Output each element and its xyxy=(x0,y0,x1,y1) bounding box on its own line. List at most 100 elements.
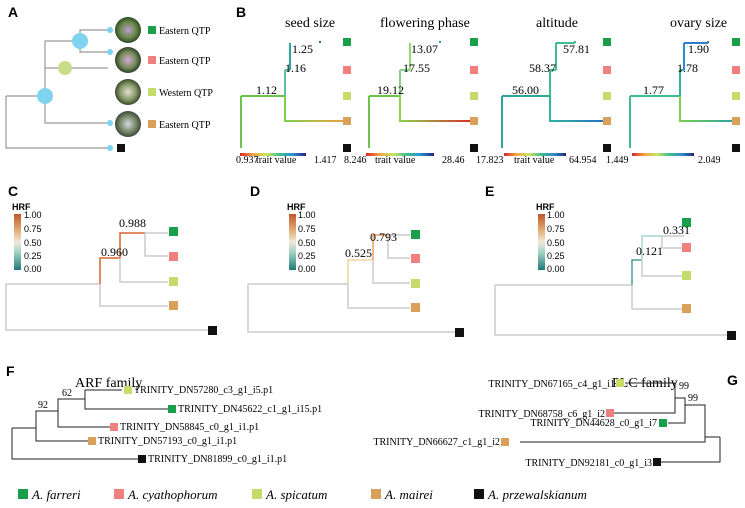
species-square xyxy=(148,88,156,96)
species-square xyxy=(411,279,420,288)
node-value: 17.55 xyxy=(403,61,430,75)
node-value: 1.77 xyxy=(643,83,664,97)
species-square xyxy=(501,438,509,446)
colorbar-min: 8.246 xyxy=(344,155,367,166)
colorbar-min: 17.823 xyxy=(476,155,504,166)
gene-id: TRINITY_DN44628_c0_g1_i7 xyxy=(530,418,657,429)
trait-tree-ovary-size xyxy=(629,40,733,149)
hrf-tick: 0.00 xyxy=(547,264,565,274)
trait-title: altitude xyxy=(536,16,578,31)
gene-id: TRINITY_DN58845_c0_g1_i1.p1 xyxy=(120,422,259,433)
panel-a-tree xyxy=(5,29,108,149)
tree-title-arf: ARF family xyxy=(75,376,142,391)
panel-label-b: B xyxy=(236,4,246,20)
colorbar-max: 1.417 xyxy=(314,155,337,166)
legend-swatch xyxy=(114,489,124,499)
hrf-tick: 0.75 xyxy=(298,224,316,234)
gene-id: TRINITY_DN92181_c0_g1_i3 xyxy=(525,458,652,469)
species-square xyxy=(603,92,611,100)
node-value: 0.960 xyxy=(101,245,128,259)
species-square xyxy=(603,144,611,152)
species-square xyxy=(110,423,118,431)
node-value: 0.331 xyxy=(663,223,690,237)
colorbar-max: 2.049 xyxy=(698,155,721,166)
node-value: 58.37 xyxy=(529,61,556,75)
legend-swatch xyxy=(252,489,262,499)
species-square xyxy=(455,328,464,337)
node-value: 0.121 xyxy=(636,244,663,258)
colorbar-axis: trait value xyxy=(514,155,555,166)
region-label: Western QTP xyxy=(159,88,213,99)
hrf-colorbar xyxy=(289,214,296,270)
panel-label-g: G xyxy=(727,372,738,388)
region-label: Eastern QTP xyxy=(159,56,211,67)
node-marker xyxy=(37,88,53,104)
colorbar xyxy=(240,153,306,156)
trait-tree-seed-size xyxy=(240,40,345,149)
node-value: 57.81 xyxy=(563,42,590,56)
species-square xyxy=(732,38,740,46)
gene-id: TRINITY_DN68758_c6_g1_i2 xyxy=(478,409,605,420)
node-value: 1.25 xyxy=(292,42,313,56)
gene-id: TRINITY_DN67165_c4_g1_i1 xyxy=(488,379,615,390)
hrf-tick: 1.00 xyxy=(298,210,316,220)
gene-id: TRINITY_DN45622_c1_g1_i15.p1 xyxy=(178,404,322,415)
species-square xyxy=(138,455,146,463)
hrf-tick: 1.00 xyxy=(24,210,42,220)
species-square xyxy=(732,66,740,74)
gene-id: TRINITY_DN57280_c3_g1_i5.p1 xyxy=(134,385,273,396)
colorbar xyxy=(504,153,566,156)
colorbar-min: 0.937 xyxy=(236,155,259,166)
colorbar-axis: trait value xyxy=(256,155,297,166)
panel-c-tree xyxy=(5,232,208,331)
species-square xyxy=(470,66,478,74)
species-square xyxy=(169,252,178,261)
tip-dot xyxy=(107,145,113,151)
trait-title: ovary size xyxy=(670,16,727,31)
species-square xyxy=(682,243,691,252)
hrf-tick: 0.50 xyxy=(547,238,565,248)
legend-swatch xyxy=(474,489,484,499)
species-photo xyxy=(115,47,141,73)
species-photo xyxy=(115,17,141,43)
species-square xyxy=(343,144,351,152)
support-value: 62 xyxy=(62,388,72,399)
hrf-colorbar xyxy=(538,214,545,270)
panel-label-d: D xyxy=(250,183,260,199)
species-square xyxy=(169,227,178,236)
support-value: 99 xyxy=(679,381,689,392)
hrf-tick: 1.00 xyxy=(547,210,565,220)
panel-label-f: F xyxy=(6,363,15,379)
region-label: Eastern QTP xyxy=(159,120,211,131)
colorbar-max: 28.46 xyxy=(442,155,465,166)
node-value: 0.988 xyxy=(119,216,146,230)
species-square xyxy=(124,386,132,394)
species-square xyxy=(616,379,624,387)
species-photo xyxy=(115,111,141,137)
species-square xyxy=(148,26,156,34)
species-square xyxy=(682,271,691,280)
hrf-title: HRF xyxy=(12,202,31,212)
hrf-tick: 0.25 xyxy=(24,251,42,261)
species-square xyxy=(168,405,176,413)
tip-dot xyxy=(107,27,113,33)
species-square xyxy=(653,458,661,466)
gene-id: TRINITY_DN66627_c1_g1_i2 xyxy=(373,437,500,448)
gene-id: TRINITY_DN81899_c0_g1_i1.p1 xyxy=(148,454,287,465)
panel-label-c: C xyxy=(8,183,18,199)
node-value: 0.525 xyxy=(345,246,372,260)
species-square xyxy=(411,254,420,263)
species-square xyxy=(148,120,156,128)
species-square xyxy=(169,301,178,310)
legend-label: A. cyathophorum xyxy=(127,487,218,502)
node-value: 1.78 xyxy=(677,61,698,75)
species-square xyxy=(411,303,420,312)
species-square xyxy=(343,38,351,46)
species-square xyxy=(117,144,125,152)
species-square xyxy=(88,437,96,445)
arf-tree xyxy=(11,389,168,460)
species-square xyxy=(603,66,611,74)
species-square xyxy=(470,117,478,125)
legend-label: A. mairei xyxy=(384,487,433,502)
